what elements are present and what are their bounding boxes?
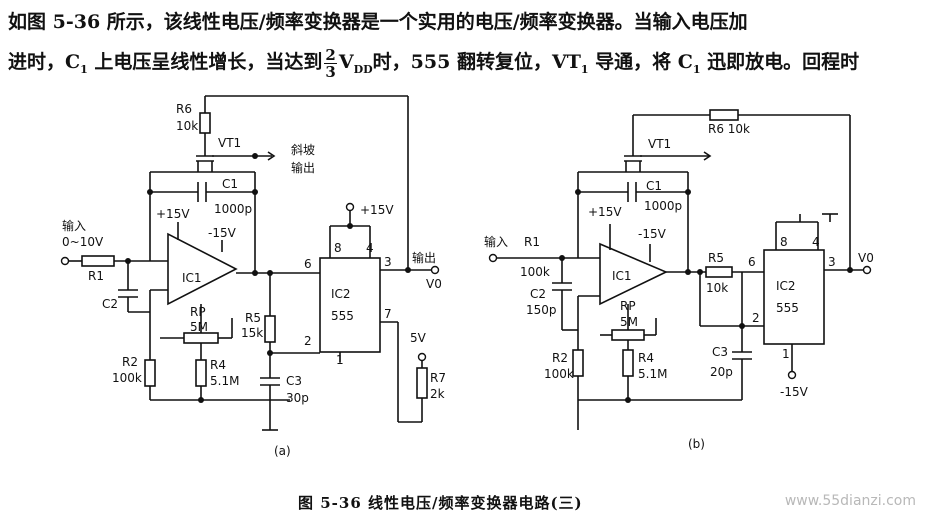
b-pin2: 2 (752, 311, 760, 325)
a-output-label: 输出 (412, 250, 436, 265)
b-r4-value: 5.1M (638, 367, 667, 381)
a-rp-value: 5M (190, 320, 208, 334)
a-ramp-out-1: 斜坡 (291, 143, 315, 157)
a-r6-value: 10k (176, 119, 198, 133)
a-r2-value: 100k (112, 371, 142, 385)
a-r5-label: R5 (245, 311, 261, 325)
b-pin6: 6 (748, 255, 756, 269)
b-minus15-bot: -15V (780, 385, 809, 399)
b-ic2-label: IC2 (776, 279, 796, 293)
a-rp-label: RP (190, 305, 206, 319)
circuit-b-nodes (559, 189, 853, 403)
b-plus15-label: +15V (588, 205, 622, 219)
b-r1-label: R1 (524, 235, 540, 249)
a-ic2-value: 555 (331, 309, 354, 323)
a-pin6: 6 (304, 257, 312, 271)
circuit-b-terminals (488, 253, 872, 380)
a-plus15-555-label: +15V (360, 203, 394, 217)
b-pin8: 8 (780, 235, 788, 249)
b-r4-label: R4 (638, 351, 654, 365)
a-minus15-label: -15V (208, 226, 237, 240)
circuit-a-terminals (60, 202, 440, 362)
b-c2-value: 150p (526, 303, 557, 317)
a-c2-label: C2 (102, 297, 118, 311)
a-sublabel: (a) (274, 444, 291, 458)
a-r2-label: R2 (122, 355, 138, 369)
b-sublabel: (b) (688, 437, 705, 451)
a-plus15-label: +15V (156, 207, 190, 221)
b-rp-value: 5M (620, 315, 638, 329)
b-pin3: 3 (828, 255, 836, 269)
a-c3-label: C3 (286, 374, 302, 388)
b-c1-label: C1 (646, 179, 662, 193)
a-pin3: 3 (384, 255, 392, 269)
a-r1-label: R1 (88, 269, 104, 283)
description-paragraph: 如图 5-36 所示，该线性电压/频率变换器是一个实用的电压/频率变换器。当输入… (8, 2, 920, 90)
a-r7-value: 2k (430, 387, 445, 401)
b-r2-label: R2 (552, 351, 568, 365)
a-r5-value: 15k (241, 326, 263, 340)
circuit-b-wires (496, 109, 864, 430)
a-ic1-label: IC1 (182, 271, 202, 285)
b-r6-label: R6 10k (708, 122, 750, 136)
a-input-range: 0~10V (62, 235, 104, 249)
circuit-b-labels: VT1 R6 10k C1 1000p +15V -15V 输入 R1 100k… (484, 122, 874, 451)
a-c3-value: 30p (286, 391, 309, 405)
a-c1-label: C1 (222, 177, 238, 191)
a-vo-label: V0 (426, 277, 442, 291)
a-vt1-label: VT1 (218, 136, 241, 150)
figure-caption: 图 5-36 线性电压/频率变换器电路(三) (298, 494, 583, 512)
a-r6-label: R6 (176, 102, 192, 116)
b-ic2-value: 555 (776, 301, 799, 315)
a-r4-label: R4 (210, 358, 226, 372)
a-input-label: 输入 (62, 218, 86, 233)
description-line-1: 如图 5-36 所示，该线性电压/频率变换器是一个实用的电压/频率变换器。当输入… (8, 11, 748, 33)
a-r7-label: R7 (430, 371, 446, 385)
a-pin1: 1 (336, 353, 344, 367)
a-ramp-out-2: 输出 (291, 160, 315, 175)
b-c3-label: C3 (712, 345, 728, 359)
b-ic1-label: IC1 (612, 269, 632, 283)
b-r5-label: R5 (708, 251, 724, 265)
a-pin2: 2 (304, 334, 312, 348)
a-pin8: 8 (334, 241, 342, 255)
circuit-a-nodes (125, 153, 411, 403)
a-ic2-label: IC2 (331, 287, 351, 301)
b-r1-value: 100k (520, 265, 550, 279)
b-pin4: 4 (812, 235, 820, 249)
a-5v-label: 5V (410, 331, 427, 345)
b-minus15-top: -15V (638, 227, 667, 241)
a-pin4: 4 (366, 241, 374, 255)
a-pin7: 7 (384, 307, 392, 321)
b-r5-value: 10k (706, 281, 728, 295)
b-vt1-label: VT1 (648, 137, 671, 151)
a-c1-value: 1000p (214, 202, 252, 216)
b-c3-value: 20p (710, 365, 733, 379)
watermark: www.55dianzi.com (784, 493, 916, 509)
b-c2-label: C2 (530, 287, 546, 301)
b-r2-value: 100k (544, 367, 574, 381)
b-input-label: 输入 (484, 234, 508, 249)
a-r4-value: 5.1M (210, 374, 239, 388)
b-rp-label: RP (620, 299, 636, 313)
b-pin1: 1 (782, 347, 790, 361)
b-vo-label: V0 (858, 251, 874, 265)
circuit-a-labels: R6 10k VT1 斜坡 输出 C1 1000p +15V -15V +15V… (62, 102, 446, 458)
b-c1-value: 1000p (644, 199, 682, 213)
